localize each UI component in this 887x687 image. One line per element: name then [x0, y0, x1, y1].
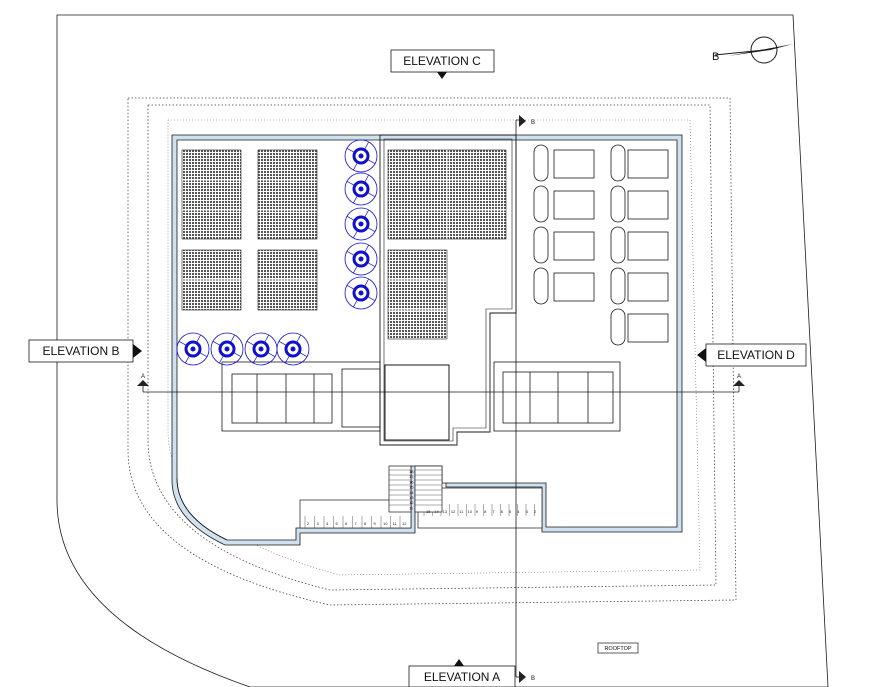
- plan-title: ROOFTOP: [604, 646, 631, 652]
- equipment-pad: [553, 231, 595, 261]
- tank-group: [533, 144, 669, 346]
- equipment-pad: [627, 149, 669, 179]
- stair-number: 15: [426, 509, 431, 514]
- section-b-marker-top: [519, 115, 526, 127]
- stair-number: 8: [484, 509, 487, 514]
- tank-capsule: [533, 226, 549, 264]
- elevation-b-label: ELEVATION B: [43, 344, 120, 358]
- stair-number: 5: [509, 509, 512, 514]
- elevation-c-tag: ELEVATION C: [390, 49, 495, 79]
- tank-capsule: [610, 308, 626, 346]
- central-core-inner: [383, 138, 513, 442]
- equipment-pad: [627, 190, 669, 220]
- tank-capsule: [533, 185, 549, 223]
- equipment-pad: [627, 313, 669, 343]
- elevation-b-tag: ELEVATION B: [28, 339, 142, 363]
- stair-number: 10: [383, 521, 388, 526]
- stair-number: 5: [336, 521, 339, 526]
- equipment-pad: [627, 231, 669, 261]
- stair-number: 4: [517, 509, 520, 514]
- exhaust-fan-icon: [344, 276, 378, 310]
- stair-number: 13: [443, 509, 448, 514]
- equipment-pad: [627, 272, 669, 302]
- stair-number: 8: [364, 521, 367, 526]
- tank-capsule: [533, 144, 549, 182]
- equipment-pad: [553, 272, 595, 302]
- setback-line-inner: [147, 104, 717, 591]
- stair-number: 12: [451, 509, 456, 514]
- elevation-c-label: ELEVATION C: [403, 54, 481, 68]
- solar-panel: [387, 249, 448, 340]
- solar-panel: [181, 149, 242, 240]
- stair-number: 7: [355, 521, 358, 526]
- exhaust-fan-icon: [344, 139, 378, 173]
- stair-number: 3: [317, 521, 320, 526]
- exhaust-fan-icon: [344, 172, 378, 206]
- tank-capsule: [610, 226, 626, 264]
- exhaust-fans: [176, 139, 378, 366]
- stair-number: 11: [459, 509, 464, 514]
- stair-number: 11: [393, 521, 398, 526]
- stair-number: 2: [534, 509, 537, 514]
- stair-number: 14: [409, 490, 414, 495]
- equipment-pad: [553, 149, 595, 179]
- section-b-marker-bottom: [519, 671, 526, 683]
- stair-number: 9: [374, 521, 377, 526]
- stair-middle: [388, 465, 443, 513]
- tank-capsule: [533, 267, 549, 305]
- stair-number: 3: [526, 509, 529, 514]
- stair-number: 9: [476, 509, 479, 514]
- stair-number: 6: [501, 509, 504, 514]
- section-a-marker-left: [137, 380, 149, 386]
- stair-number: 7: [492, 509, 495, 514]
- section-b-label-top: B: [531, 120, 535, 126]
- stair-number: 18: [409, 469, 414, 474]
- stair-number: 14: [434, 509, 439, 514]
- core-box: [384, 364, 450, 441]
- exhaust-fan-icon: [344, 207, 378, 241]
- elevation-d-label: ELEVATION D: [717, 348, 795, 362]
- elevation-a-tag: ELEVATION A: [408, 659, 516, 687]
- solar-panel: [257, 149, 318, 240]
- elevation-a-label: ELEVATION A: [424, 670, 500, 684]
- setback-line-outer: [127, 97, 737, 606]
- elevation-d-tag: ELEVATION D: [697, 343, 807, 367]
- tank-capsule: [610, 144, 626, 182]
- stair-number: 16: [409, 479, 414, 484]
- solar-array-group: [181, 149, 507, 340]
- exhaust-fan-icon: [344, 242, 378, 276]
- ahu-left-small: [341, 368, 381, 428]
- stair-number: 4: [326, 521, 329, 526]
- stair-number: 10: [468, 509, 473, 514]
- stair-number: 2: [307, 521, 310, 526]
- stair-number: 13: [409, 495, 414, 500]
- stair-number: 15: [409, 485, 414, 490]
- stair-number: 12: [409, 500, 414, 505]
- exhaust-fan-icon: [276, 332, 310, 366]
- plan-title-tag: ROOFTOP: [597, 642, 639, 654]
- ahu-right: [493, 361, 621, 432]
- stair-number: 11: [409, 505, 414, 510]
- exhaust-fan-icon: [210, 332, 244, 366]
- stair-number: 17: [409, 474, 414, 479]
- tank-capsule: [610, 185, 626, 223]
- tank-capsule: [610, 267, 626, 305]
- section-a-marker-right: [733, 380, 745, 386]
- curved-wall: [176, 477, 228, 541]
- section-b-label-bottom: B: [531, 676, 535, 682]
- ahu-left-unit: [231, 373, 333, 424]
- stair-number: 6: [345, 521, 348, 526]
- section-a-label-left: A: [141, 374, 145, 380]
- exhaust-fan-icon: [176, 332, 210, 366]
- stair-number: 12: [402, 521, 407, 526]
- section-a-label-right: A: [737, 374, 741, 380]
- north-arrow-icon: B: [712, 36, 793, 64]
- equipment-pad: [553, 190, 595, 220]
- north-arrow-label: B: [712, 51, 719, 63]
